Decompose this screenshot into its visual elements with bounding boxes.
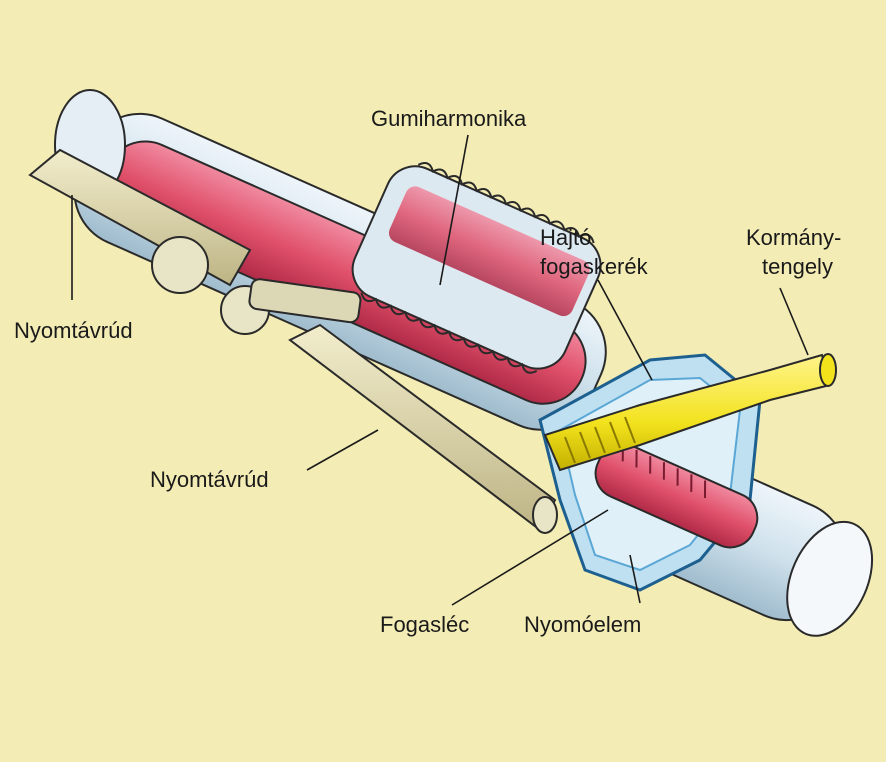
tie-rod-upper — [28, 148, 362, 335]
leader-nyomtavrud-lower — [306, 429, 379, 471]
tie-rod-lower — [288, 323, 558, 534]
label-kormanytengely-line2: tengely — [762, 254, 833, 279]
leader-gumiharmonika — [439, 134, 469, 286]
label-fogasleces: Fogasléc — [380, 612, 470, 637]
leader-fogasleces — [451, 509, 609, 606]
label-nyomoelem: Nyomóelem — [524, 612, 642, 637]
label-kormanytengely-line1: Kormány- — [746, 225, 842, 250]
label-nyomtavrud-lower: Nyomtávrúd — [150, 467, 269, 492]
label-gumiharmonika: Gumiharmonika — [371, 106, 527, 131]
label-nyomtavrud-upper: Nyomtávrúd — [14, 318, 133, 343]
label-hajto-fogaskerek-line1: Hajtó — [540, 225, 592, 250]
rack-lower-section — [594, 442, 759, 549]
label-hajto-fogaskerek-line2: fogaskerék — [540, 254, 648, 279]
leader-nyomoelem — [629, 554, 641, 604]
bellows — [351, 162, 602, 374]
leader-lines — [71, 134, 809, 606]
pinion-shaft — [543, 353, 837, 472]
leader-kormanytengely — [779, 287, 809, 356]
leader-hajto-fogaskerek — [597, 279, 653, 381]
